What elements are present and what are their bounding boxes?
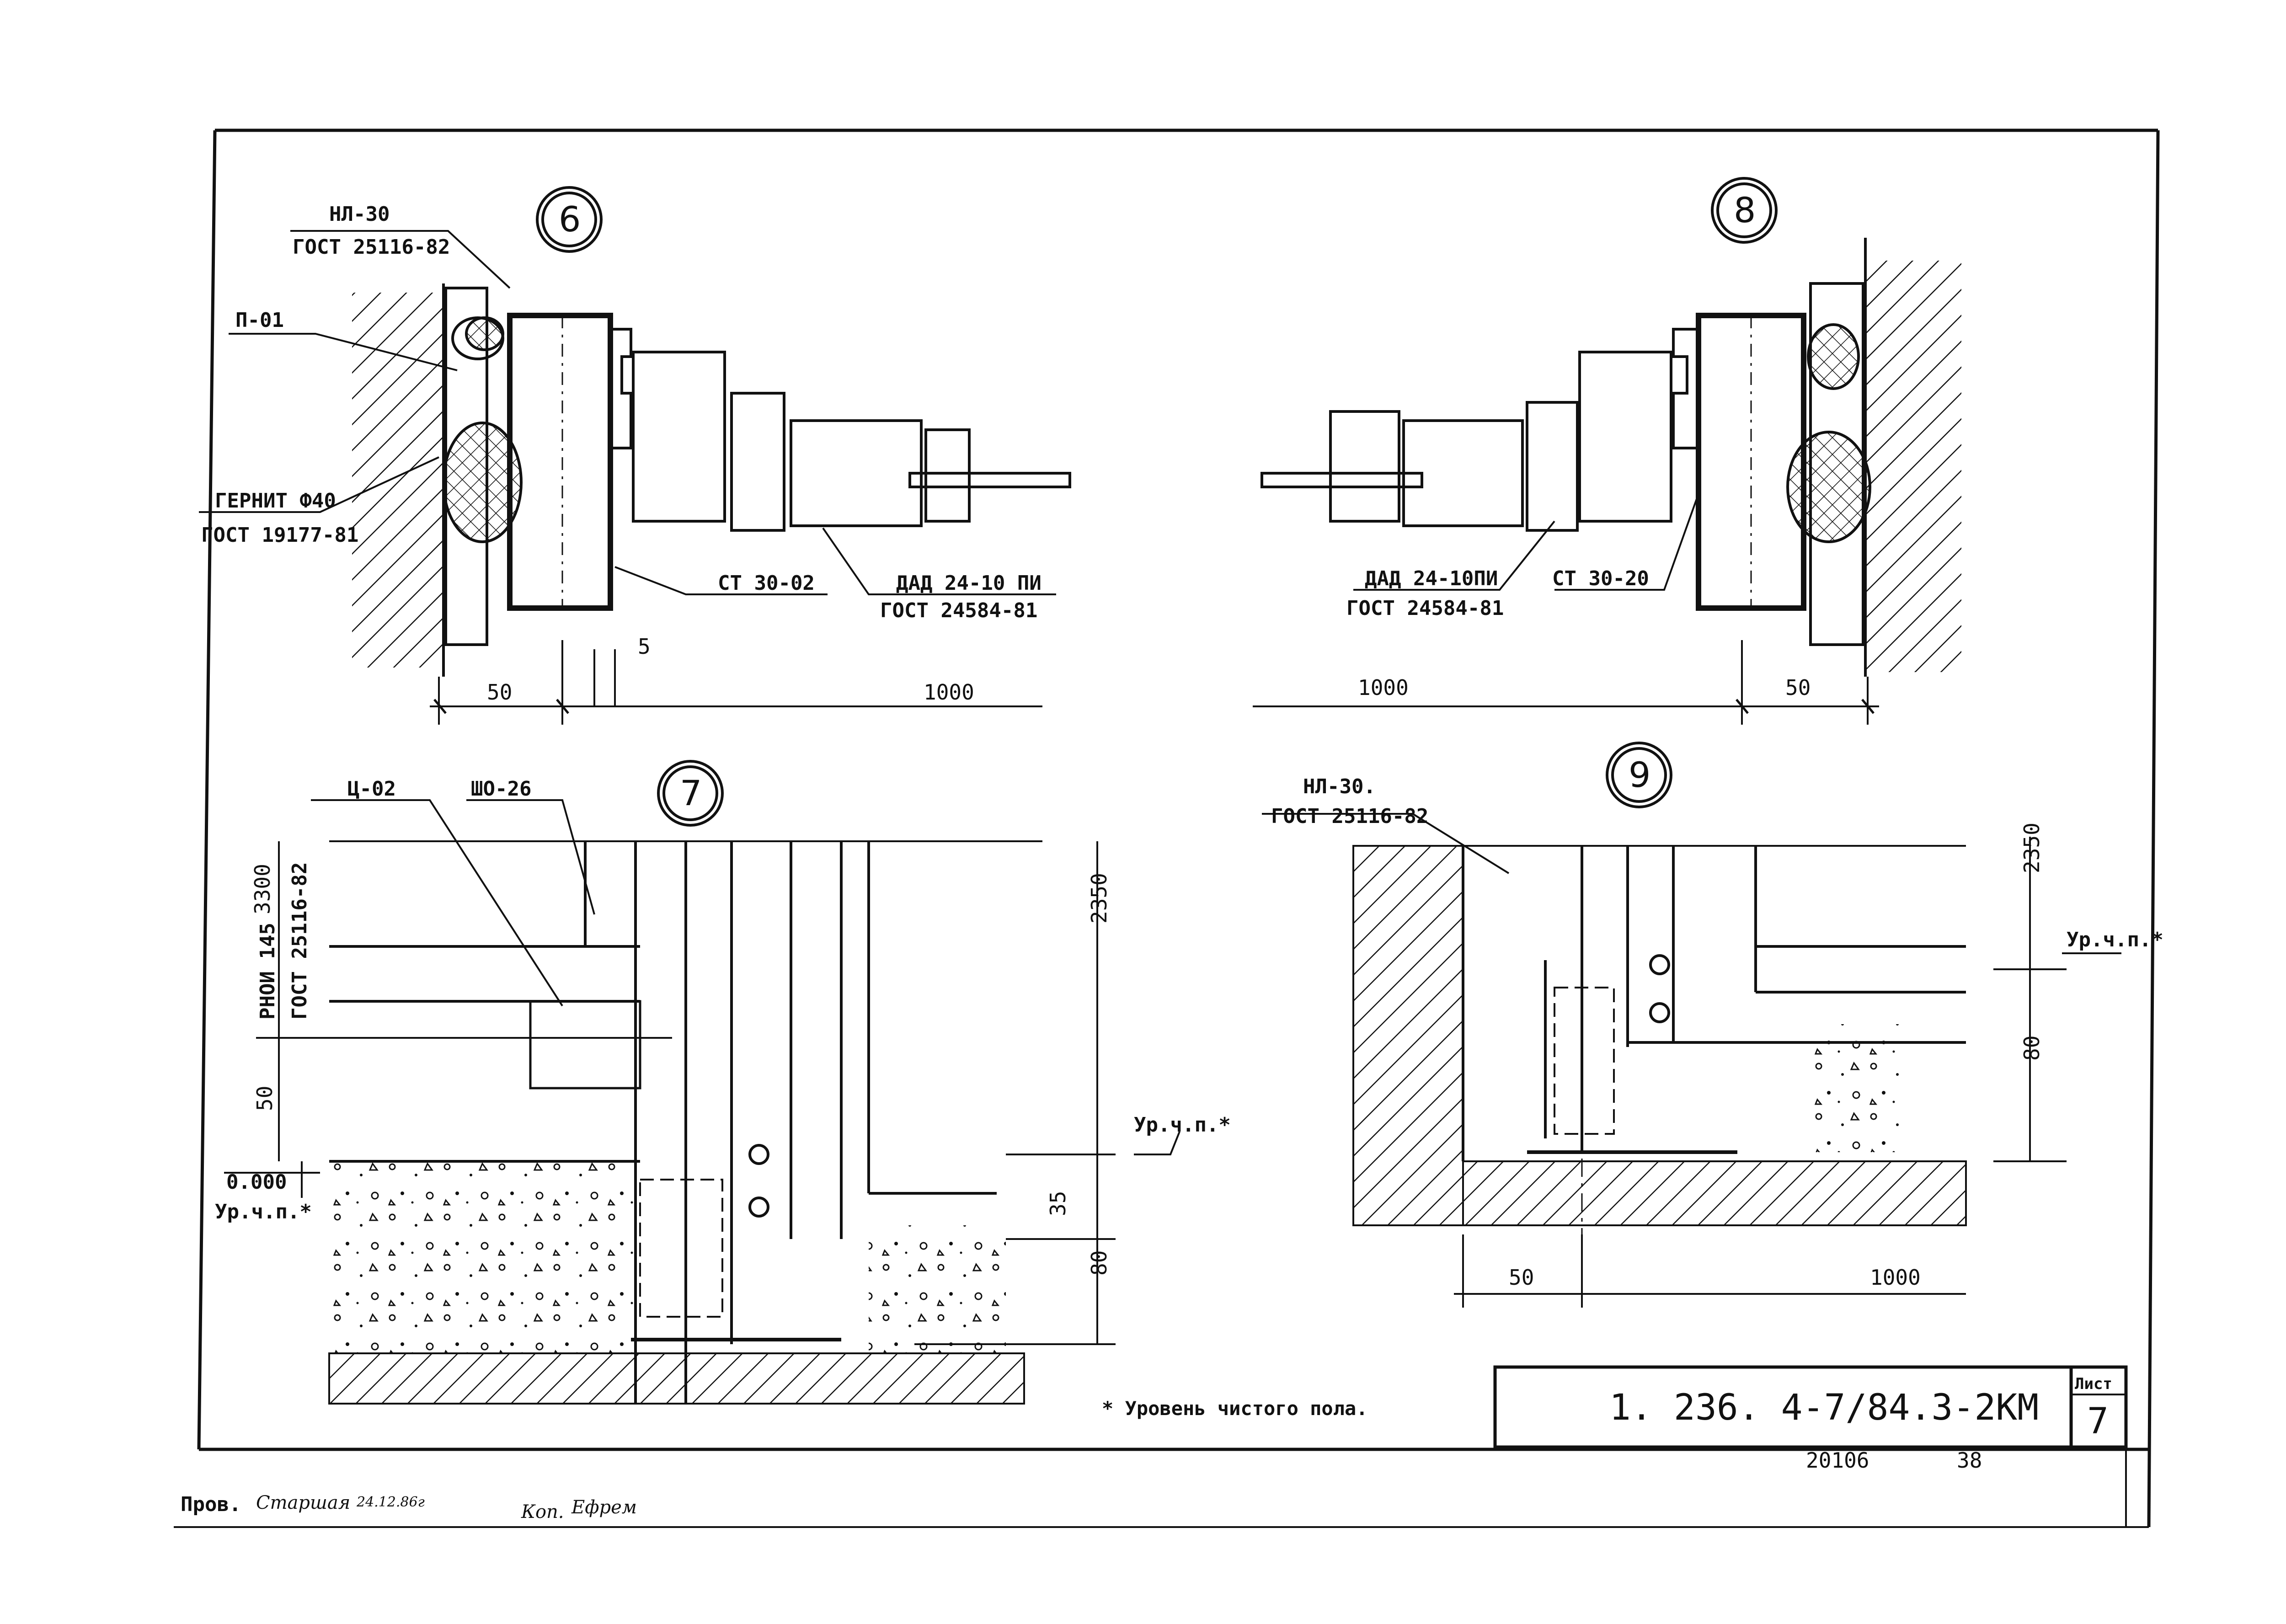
label-ts02: Ц-02	[347, 777, 396, 801]
dim-2350-9: 2350	[2019, 823, 2044, 873]
detail-8-text: 8 ДАД 24-10ПИ ГОСТ 24584-81 СТ 30-20 100…	[1346, 190, 1811, 700]
detail-6	[199, 186, 1071, 725]
label-gost-25116-7: ГОСТ 25116-82	[288, 862, 311, 1020]
label-dad-8: ДАД 24-10ПИ	[1365, 567, 1498, 590]
label-gost-24584: ГОСТ 24584-81	[880, 599, 1037, 622]
copied-label: Коп.	[521, 1501, 564, 1522]
detail-9	[1262, 742, 2121, 1308]
dim-50-9: 50	[1509, 1265, 1534, 1290]
detail-8	[1253, 177, 1961, 725]
label-gost-25116-9: ГОСТ 25116-82	[1271, 805, 1428, 828]
detail-8-number: 8	[1734, 190, 1756, 230]
label-level-9: Ур.ч.п.*	[2067, 928, 2163, 951]
dim-1000-8: 1000	[1358, 675, 1409, 700]
label-p01: П-01	[235, 309, 284, 332]
sheet-label: Лист	[2075, 1375, 2112, 1393]
dim-50: 50	[487, 680, 512, 705]
detail-9-text: 9 НЛ-30. ГОСТ 25116-82 Ур.ч.п.* 2350 80 …	[1271, 754, 2163, 1290]
page-number: 38	[1957, 1448, 1982, 1473]
dim-1000-9: 1000	[1870, 1265, 1921, 1290]
sheet-number: 7	[2087, 1401, 2109, 1442]
label-nl30: НЛ-30	[329, 203, 390, 226]
title-block	[1493, 1365, 2128, 1527]
detail-7	[224, 760, 1180, 1405]
copied-signature: Ефрем	[571, 1497, 637, 1518]
dim-50-8: 50	[1785, 675, 1811, 700]
detail-7-text: 7 Ц-02 ШО-26 РНОИ 145 ГОСТ 25116-82 3300…	[215, 773, 1231, 1276]
drawing-code: 1. 236. 4-7/84.3-2КМ	[1609, 1387, 2039, 1428]
dim-5: 5	[638, 634, 651, 659]
dim-80-9: 80	[2019, 1036, 2044, 1061]
label-st3002: СТ 30-02	[718, 572, 815, 595]
dim-35: 35	[1046, 1191, 1070, 1216]
label-gernit: ГЕРНИТ Ф40	[215, 489, 336, 513]
label-sho26: ШО-26	[471, 777, 531, 801]
label-level-bottom-7: Ур.ч.п.*	[215, 1200, 312, 1223]
detail-9-number: 9	[1629, 754, 1650, 795]
label-zero: 0.000	[226, 1170, 287, 1194]
detail-6-text: 6 НЛ-30 ГОСТ 25116-82 П-01 ГЕРНИТ Ф40 ГО…	[201, 199, 1042, 705]
label-nl30-9: НЛ-30.	[1303, 775, 1376, 798]
archive-number: 20106	[1806, 1448, 1869, 1473]
dim-2350-7: 2350	[1087, 873, 1111, 924]
footnote: * Уровень чистого пола.	[1102, 1397, 1368, 1420]
sheet-frame	[174, 128, 2160, 1528]
checked-date: 24.12.86г	[356, 1494, 425, 1510]
label-level-top-7: Ур.ч.п.*	[1134, 1113, 1231, 1137]
checked-signature: Старшая	[256, 1492, 350, 1513]
label-dad: ДАД 24-10 ПИ	[896, 572, 1042, 595]
label-rnoi: РНОИ 145	[256, 923, 279, 1020]
dim-3300: 3300	[250, 864, 275, 914]
dim-1000: 1000	[924, 680, 974, 705]
dim-80-7: 80	[1087, 1250, 1111, 1276]
label-st3020: СТ 30-20	[1552, 567, 1649, 590]
detail-7-number: 7	[680, 773, 702, 813]
label-gost-24584-8: ГОСТ 24584-81	[1346, 597, 1504, 620]
label-gost-25116: ГОСТ 25116-82	[293, 235, 450, 259]
dim-50-7: 50	[252, 1086, 277, 1111]
detail-6-number: 6	[559, 199, 581, 240]
label-gost-19177: ГОСТ 19177-81	[201, 524, 358, 547]
checked-label: Пров.	[181, 1493, 241, 1516]
stamp: Пров. Старшая 24.12.86г Коп. Ефрем	[181, 1492, 637, 1522]
